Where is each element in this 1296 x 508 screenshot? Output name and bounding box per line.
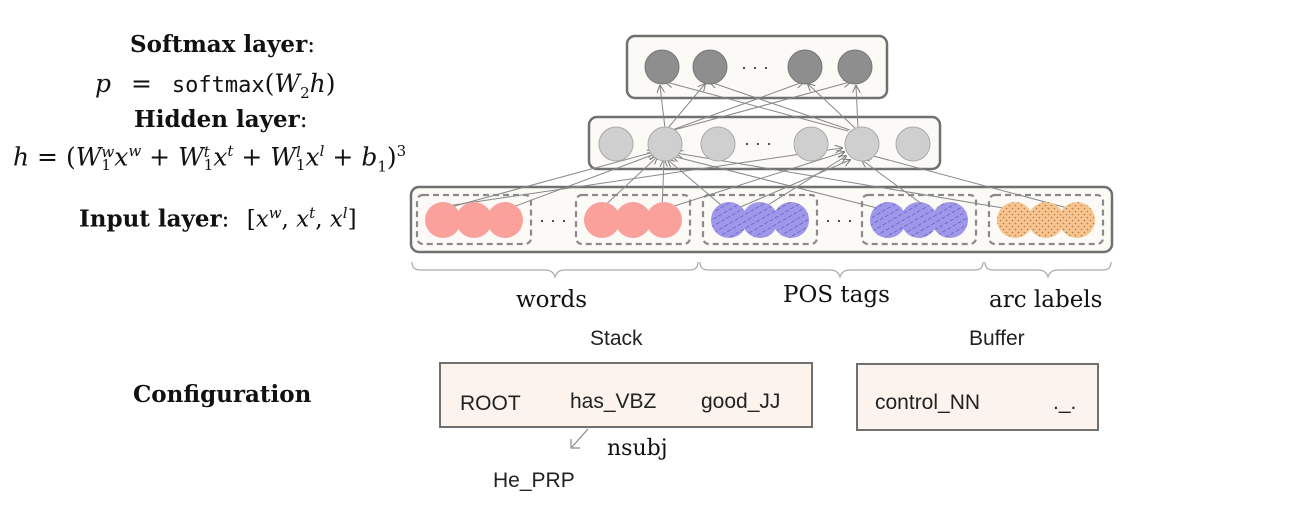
stack-item: has_VBZ — [570, 390, 657, 413]
label-node — [1059, 202, 1095, 238]
output-nodes — [644, 49, 873, 85]
dependency-arrow — [570, 428, 589, 449]
pos-node — [773, 202, 809, 238]
pos-node — [901, 202, 937, 238]
word-node — [615, 202, 651, 238]
stack-item: ROOT — [460, 392, 521, 415]
dependent-word: He_PRP — [493, 469, 575, 492]
hidden-node — [647, 126, 683, 162]
output-node — [787, 49, 823, 85]
word-node — [646, 202, 682, 238]
hidden-layer-title: Hidden layer: — [134, 106, 308, 133]
label-group-frame — [987, 193, 1105, 246]
word-nodes — [425, 202, 682, 238]
word-node — [456, 202, 492, 238]
word-node — [425, 202, 461, 238]
hidden-node — [700, 126, 736, 162]
label-node — [997, 202, 1033, 238]
pos-brace — [699, 261, 984, 280]
buffer-label: Buffer — [969, 327, 1025, 350]
output-ellipsis: · · · — [741, 57, 769, 77]
pos-group-frame — [860, 193, 978, 246]
labels-brace — [984, 261, 1112, 280]
hidden-to-output-connections — [660, 82, 858, 132]
words-label: words — [516, 287, 588, 313]
buffer-item: ._. — [1053, 391, 1077, 414]
softmax-layer-title: Softmax layer: — [130, 31, 315, 58]
pos-tags-label: POS tags — [783, 282, 890, 308]
pos-nodes — [711, 202, 968, 238]
hidden-node — [844, 126, 880, 162]
hidden-ellipsis: · · · — [744, 133, 772, 153]
stack-box: ROOT has_VBZ good_JJ — [439, 362, 813, 428]
pos-ellipsis: · · · — [825, 210, 853, 230]
output-node — [692, 49, 728, 85]
pos-node — [932, 202, 968, 238]
hidden-node — [793, 126, 829, 162]
arc-labels-label: arc labels — [989, 287, 1103, 313]
label-nodes — [997, 202, 1095, 238]
arc-label: nsubj — [607, 436, 668, 461]
pos-node — [870, 202, 906, 238]
group-braces — [411, 261, 1112, 280]
input-group-frames — [415, 193, 1105, 246]
stack-item: good_JJ — [701, 390, 781, 413]
configuration-title: Configuration — [133, 381, 312, 408]
word-group-frame — [415, 193, 533, 246]
label-node — [1028, 202, 1064, 238]
pos-node — [742, 202, 778, 238]
hidden-node — [895, 126, 931, 162]
hidden-nodes — [598, 126, 931, 162]
word-node — [584, 202, 620, 238]
word-group-frame — [574, 193, 692, 246]
hidden-node — [598, 126, 634, 162]
buffer-box: control_NN ._. — [856, 363, 1099, 431]
stack-label: Stack — [590, 327, 643, 350]
buffer-item: control_NN — [875, 391, 981, 414]
pos-node — [711, 202, 747, 238]
pos-group-frame — [701, 193, 819, 246]
word-ellipsis: · · · — [539, 210, 567, 230]
word-node — [487, 202, 523, 238]
output-node — [837, 49, 873, 85]
output-node — [644, 49, 680, 85]
input-to-hidden-connections — [439, 148, 1076, 211]
words-brace — [411, 261, 699, 280]
softmax-equation: p = softmax(W2h) — [95, 69, 336, 102]
input-layer-title: Input layer: [xw, xt, xl] — [79, 204, 357, 233]
